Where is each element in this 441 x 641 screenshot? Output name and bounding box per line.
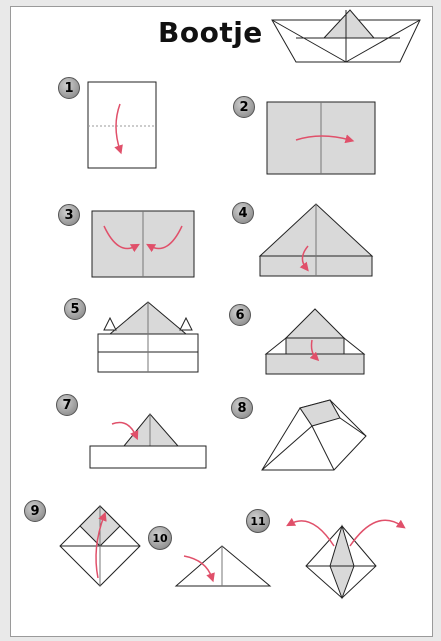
step-4-badge: 4 [232, 202, 254, 224]
step-5-badge: 5 [64, 298, 86, 320]
step-10-figure [174, 545, 272, 587]
step-8-badge: 8 [231, 397, 253, 419]
step-6-figure [264, 308, 366, 375]
step-11-figure [286, 517, 406, 600]
step-7-badge: 7 [56, 394, 78, 416]
step-6-badge: 6 [229, 304, 251, 326]
step-2-figure [266, 101, 376, 175]
step-1-badge: 1 [58, 77, 80, 99]
page-title: Bootje [158, 16, 263, 49]
step-2-badge: 2 [233, 96, 255, 118]
step-10-badge: 10 [148, 526, 172, 550]
step-8-figure [261, 399, 367, 471]
step-7-figure [89, 413, 207, 469]
finished-boat-illustration [271, 9, 421, 63]
step-9-badge: 9 [24, 500, 46, 522]
step-1-figure [87, 81, 157, 169]
step-5-figure [97, 301, 199, 373]
step-3-figure [91, 210, 195, 278]
step-9-figure [59, 505, 141, 587]
step-11-badge: 11 [246, 509, 270, 533]
step-4-figure [258, 203, 374, 277]
step-3-badge: 3 [58, 204, 80, 226]
